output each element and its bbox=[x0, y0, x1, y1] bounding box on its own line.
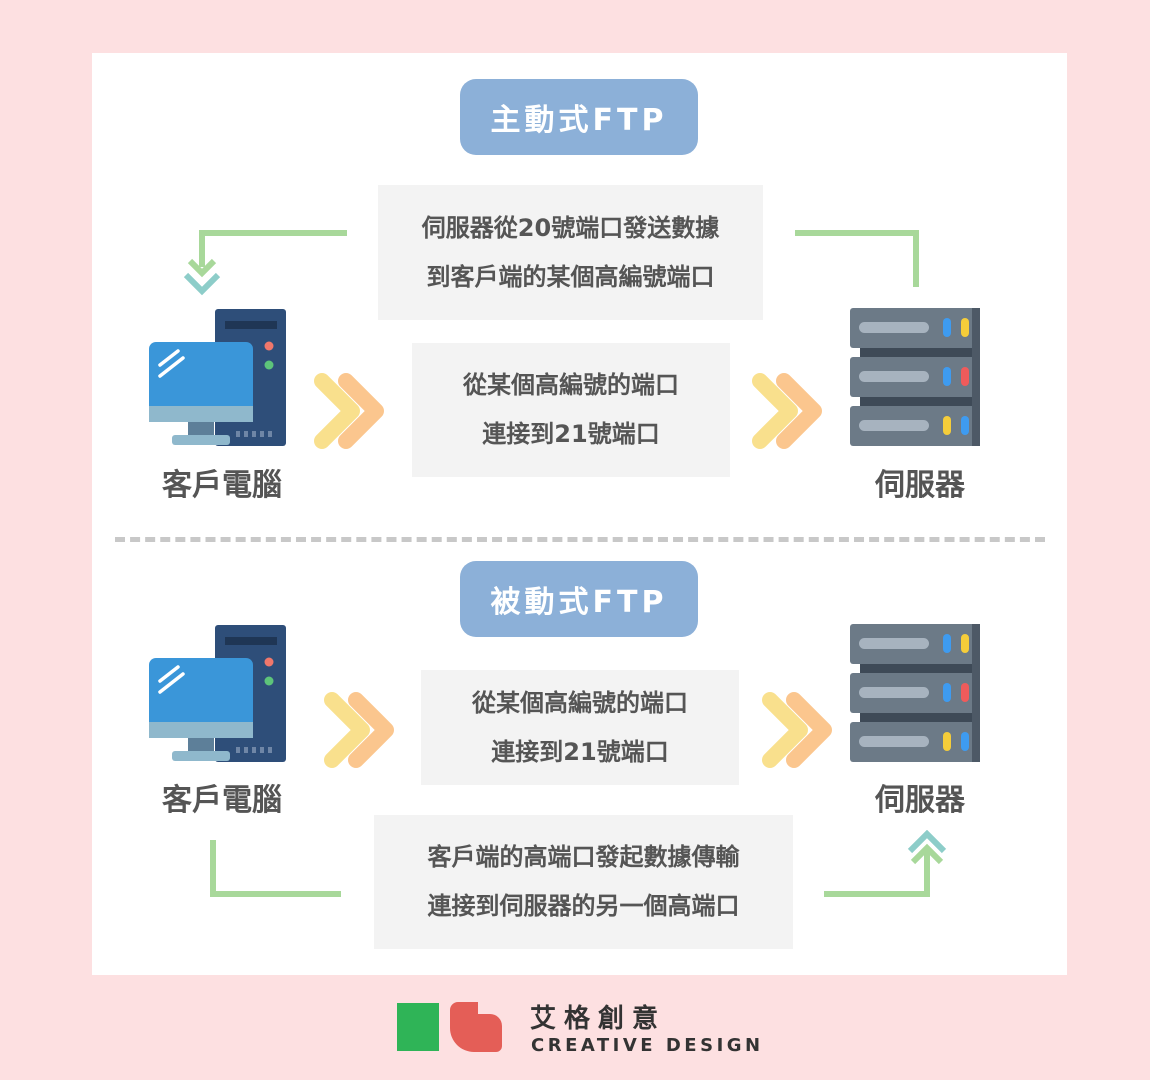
passive-data-connector bbox=[210, 830, 947, 897]
active-client-label: 客戶電腦 bbox=[162, 468, 282, 503]
passive-client-note-line-1: 從某個高編號的端口 bbox=[472, 688, 688, 717]
passive-left-chevron-icon bbox=[324, 692, 394, 768]
passive-data-note: 客戶端的高端口發起數據傳輸 連接到伺服器的另一個高端口 bbox=[374, 815, 793, 949]
active-ftp-title: 主動式FTP bbox=[460, 79, 698, 155]
active-server-note-line-1: 伺服器從20號端口發送數據 bbox=[421, 213, 720, 242]
brand-name-zh: 艾格創意 bbox=[530, 1004, 667, 1034]
section-divider bbox=[115, 537, 1045, 542]
brand-logo-square bbox=[397, 1003, 439, 1051]
active-client-note-line-2: 連接到21號端口 bbox=[482, 420, 660, 448]
active-server-label: 伺服器 bbox=[875, 468, 965, 503]
brand-logo-shape-icon bbox=[450, 1002, 502, 1052]
client-computer-icon bbox=[149, 625, 286, 762]
active-return-connector bbox=[183, 230, 919, 296]
passive-data-note-line-1: 客戶端的高端口發起數據傳輸 bbox=[427, 843, 740, 871]
active-server-note: 伺服器從20號端口發送數據 到客戶端的某個高編號端口 bbox=[378, 185, 763, 320]
active-left-chevron-icon bbox=[314, 373, 384, 449]
active-client-note-line-1: 從某個高編號的端口 bbox=[463, 371, 679, 399]
client-computer-icon bbox=[149, 309, 286, 446]
passive-data-note-line-2: 連接到伺服器的另一個高端口 bbox=[427, 892, 740, 920]
active-client-note: 從某個高編號的端口 連接到21號端口 bbox=[412, 343, 730, 477]
server-icon bbox=[850, 308, 980, 446]
passive-server-label: 伺服器 bbox=[875, 783, 965, 818]
passive-ftp-title: 被動式FTP bbox=[460, 561, 698, 637]
active-server-note-line-2: 到客戶端的某個高編號端口 bbox=[426, 262, 715, 291]
passive-client-label: 客戶電腦 bbox=[162, 783, 282, 818]
passive-client-note-line-2: 連接到21號端口 bbox=[491, 737, 669, 766]
active-right-chevron-icon bbox=[752, 373, 822, 449]
brand-name-en: CREATIVE DESIGN bbox=[531, 1035, 764, 1056]
passive-client-note: 從某個高編號的端口 連接到21號端口 bbox=[421, 670, 739, 785]
passive-right-chevron-icon bbox=[762, 692, 832, 768]
server-icon bbox=[850, 624, 980, 762]
